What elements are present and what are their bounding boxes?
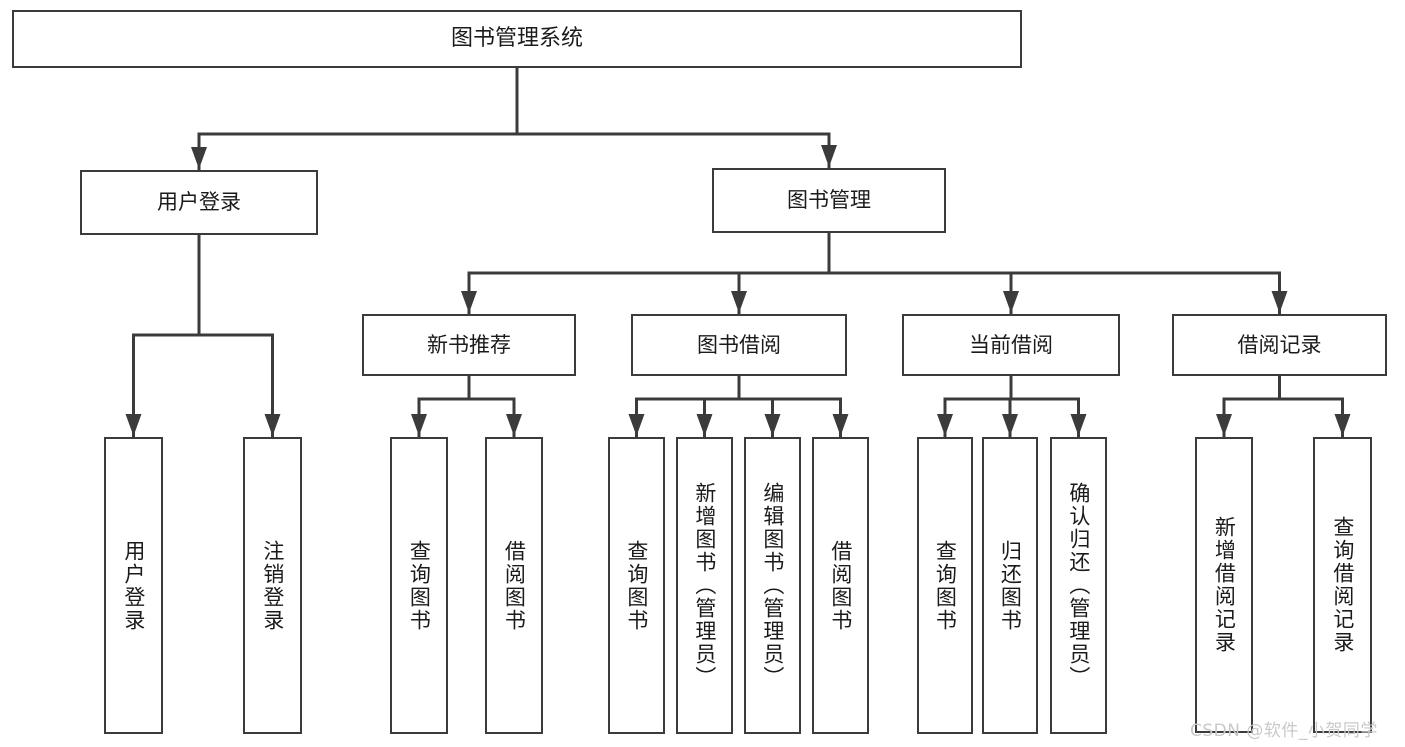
- node-label-root: 图书管理系统: [450, 26, 583, 52]
- arrowhead-icon: [1002, 414, 1018, 436]
- node-label-leaf-query-book-3: 查询图书: [933, 539, 958, 632]
- node-leaf-query-book-1[interactable]: 查询图书: [390, 437, 448, 734]
- node-label-leaf-confirm-return: 确认归还（管理员）: [1066, 482, 1091, 689]
- node-leaf-query-book-3[interactable]: 查询图书: [917, 437, 973, 734]
- node-root[interactable]: 图书管理系统: [12, 10, 1022, 68]
- arrowhead-icon: [461, 291, 477, 313]
- node-label-user-login: 用户登录: [157, 190, 241, 215]
- node-leaf-user-login[interactable]: 用户登录: [104, 437, 163, 734]
- node-leaf-add-book[interactable]: 新增图书（管理员）: [676, 437, 733, 734]
- node-leaf-borrow-book-1[interactable]: 借阅图书: [485, 437, 543, 734]
- node-leaf-borrow-book-2[interactable]: 借阅图书: [812, 437, 869, 734]
- node-label-book-borrow: 图书借阅: [697, 332, 781, 357]
- node-book-borrow[interactable]: 图书借阅: [631, 314, 847, 376]
- arrowhead-icon: [696, 414, 713, 436]
- arrowhead-icon: [191, 147, 207, 169]
- node-label-leaf-user-login: 用户登录: [121, 539, 146, 632]
- arrowhead-icon: [506, 414, 522, 436]
- arrowhead-icon: [1070, 414, 1087, 436]
- arrowhead-icon: [937, 414, 953, 436]
- node-leaf-confirm-return[interactable]: 确认归还（管理员）: [1050, 437, 1107, 734]
- node-label-borrow-record: 借阅记录: [1237, 332, 1322, 357]
- node-label-leaf-logout: 注销登录: [260, 539, 285, 632]
- node-leaf-query-record[interactable]: 查询借阅记录: [1313, 437, 1372, 733]
- node-new-book-rec[interactable]: 新书推荐: [362, 314, 576, 376]
- node-leaf-logout[interactable]: 注销登录: [243, 437, 302, 734]
- node-label-book-mgmt: 图书管理: [787, 188, 871, 213]
- node-leaf-add-record[interactable]: 新增借阅记录: [1195, 437, 1253, 733]
- watermark-text: CSDN @软件_小贺同学: [1190, 721, 1378, 741]
- arrowhead-icon: [411, 414, 427, 436]
- node-label-leaf-add-record: 新增借阅记录: [1212, 516, 1237, 654]
- node-leaf-query-book-2[interactable]: 查询图书: [608, 437, 665, 734]
- arrowhead-icon: [832, 414, 849, 436]
- node-label-leaf-return-book: 归还图书: [998, 539, 1023, 632]
- arrowhead-icon: [125, 414, 142, 436]
- arrowhead-icon: [1003, 291, 1019, 313]
- node-label-leaf-add-book: 新增图书（管理员）: [692, 482, 717, 689]
- node-label-new-book-rec: 新书推荐: [427, 332, 511, 357]
- arrowhead-icon: [731, 291, 747, 313]
- node-user-login[interactable]: 用户登录: [80, 170, 318, 235]
- arrowhead-icon: [1216, 414, 1232, 436]
- node-label-leaf-edit-book: 编辑图书（管理员）: [760, 482, 785, 689]
- node-label-leaf-borrow-book-2: 借阅图书: [828, 539, 853, 632]
- arrowhead-icon: [821, 145, 837, 167]
- node-label-leaf-borrow-book-1: 借阅图书: [502, 539, 527, 632]
- arrowhead-icon: [264, 414, 281, 436]
- node-label-current-borrow: 当前借阅: [969, 332, 1053, 357]
- node-label-leaf-query-book-2: 查询图书: [624, 539, 649, 632]
- arrowhead-icon: [628, 414, 645, 436]
- arrowhead-icon: [1334, 414, 1351, 436]
- arrowhead-icon: [764, 414, 781, 436]
- node-current-borrow[interactable]: 当前借阅: [902, 314, 1120, 376]
- arrowhead-icon: [1271, 291, 1288, 313]
- node-book-mgmt[interactable]: 图书管理: [712, 168, 946, 233]
- node-leaf-return-book[interactable]: 归还图书: [982, 437, 1038, 734]
- node-label-leaf-query-book-1: 查询图书: [407, 539, 432, 632]
- node-label-leaf-query-record: 查询借阅记录: [1330, 516, 1355, 654]
- node-borrow-record[interactable]: 借阅记录: [1172, 314, 1387, 376]
- node-leaf-edit-book[interactable]: 编辑图书（管理员）: [744, 437, 801, 734]
